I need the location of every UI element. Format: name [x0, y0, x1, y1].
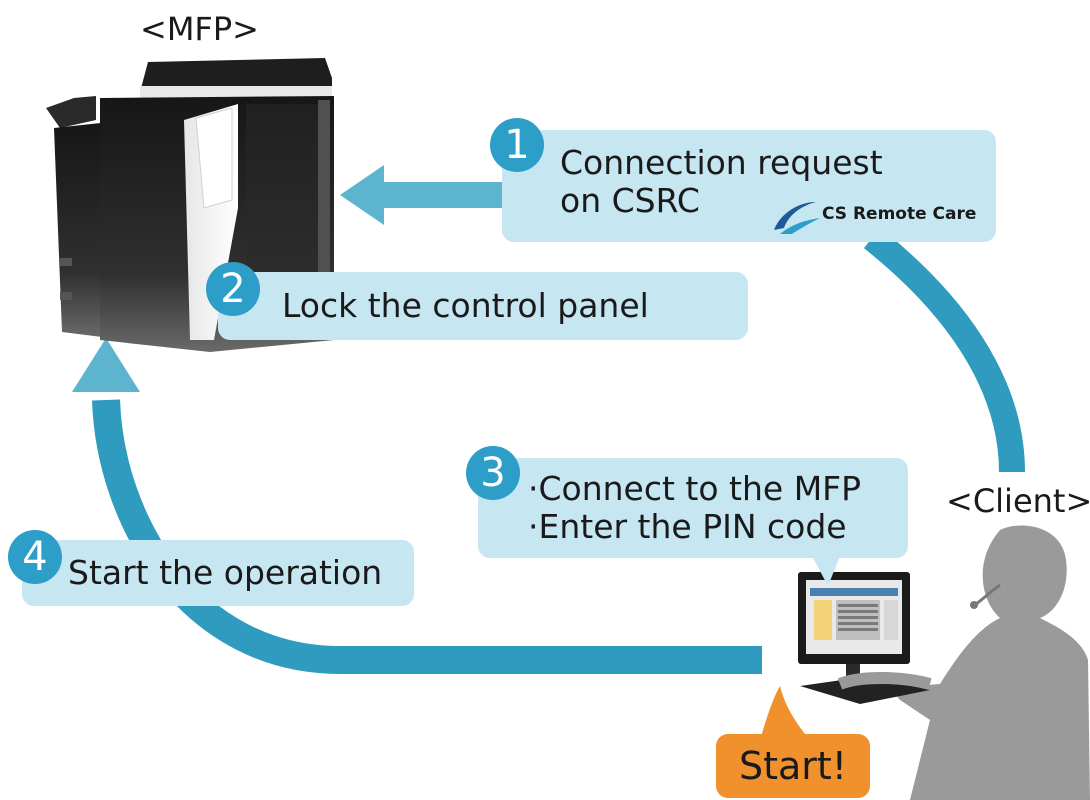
- cs-remote-care-logo-icon: [774, 202, 820, 234]
- box3-tail: [812, 556, 840, 586]
- step-1-box: [502, 130, 996, 242]
- step-1-line-1: Connection request: [560, 143, 883, 182]
- step-3-box: [478, 458, 908, 558]
- client-label: <Client>: [946, 482, 1090, 520]
- step-4-badge: 4: [8, 530, 62, 584]
- step-3-badge: 3: [466, 446, 520, 500]
- step-3-line-2: ·Enter the PIN code: [528, 507, 847, 546]
- start-callout: Start!: [716, 734, 870, 798]
- step-2-badge: 2: [206, 262, 260, 316]
- callout-tail: [760, 686, 810, 740]
- arrow-to-mfp: [340, 165, 504, 225]
- cs-remote-care-logo: CS Remote Care: [770, 196, 990, 236]
- step-2-line-1: Lock the control panel: [282, 286, 649, 325]
- arc-to-client: [863, 227, 1025, 473]
- step-4-line-1: Start the operation: [68, 553, 383, 592]
- arrow-head-up: [72, 338, 140, 392]
- mfp-label: <MFP>: [140, 10, 259, 48]
- step-1-line-2: on CSRC: [560, 181, 700, 220]
- cs-remote-care-logo-text: CS Remote Care: [822, 204, 977, 224]
- step-2-box: [218, 272, 748, 340]
- client-figure: [798, 525, 1090, 800]
- step-3-line-1: ·Connect to the MFP: [528, 469, 862, 508]
- step-4-box: [22, 540, 414, 606]
- step-1-badge: 1: [490, 118, 544, 172]
